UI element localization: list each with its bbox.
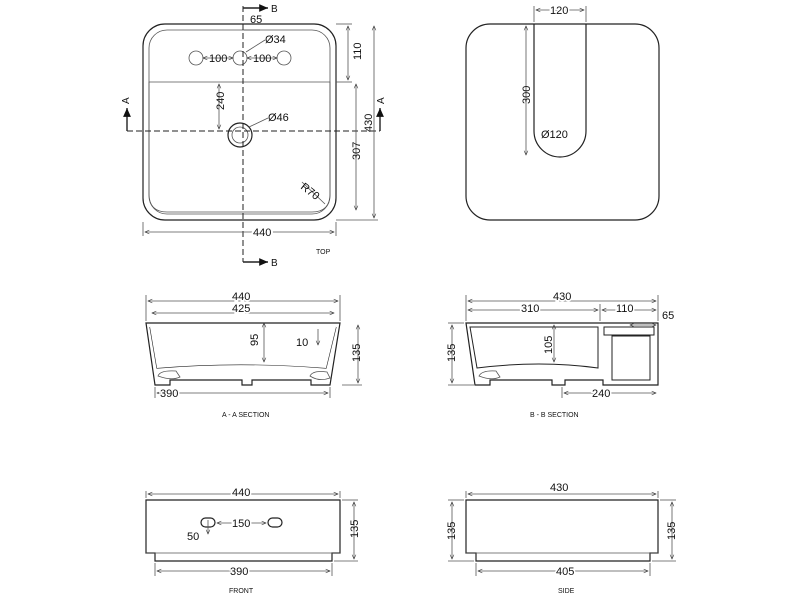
side-view: 430 135 135 405 SIDE — [446, 481, 678, 596]
section-a-right-label: A — [376, 97, 387, 104]
dim-440: 440 — [253, 227, 271, 239]
front-body — [145, 499, 341, 562]
basin-outline — [142, 23, 337, 221]
caption-bb: B - B SECTION — [530, 412, 579, 419]
bb-dim-65: 65 — [662, 310, 674, 322]
dim-tap-right: 100 — [253, 53, 271, 65]
section-aa-view: 440 425 95 10 135 390 A - A SECTION — [145, 290, 363, 419]
dim-waste-diameter: Ø46 — [268, 112, 289, 124]
front-dim-135: 135 — [349, 520, 361, 538]
bb-dim-135: 135 — [446, 344, 458, 362]
bb-dim-105: 105 — [543, 336, 555, 354]
bb-tap-hole — [611, 335, 651, 381]
dim-tap-left: 100 — [209, 53, 227, 65]
aa-right-foot — [309, 371, 331, 380]
top-view: B B A A 65 Ø34 100 100 110 240 Ø46 430 3… — [121, 4, 387, 269]
section-a-left-label: A — [121, 97, 132, 104]
aa-dim-95: 95 — [249, 334, 261, 346]
front-dim-50: 50 — [187, 531, 199, 543]
bb-dim-430: 430 — [553, 291, 571, 303]
aa-interior — [150, 327, 336, 368]
waste-outer — [227, 122, 253, 148]
aa-dim-440: 440 — [232, 291, 250, 303]
section-b-top-label: B — [271, 4, 278, 15]
section-b-bottom-label: B — [271, 258, 278, 269]
aa-dim-425: 425 — [232, 303, 250, 315]
leader-radius — [301, 181, 326, 205]
bowl-outline — [148, 81, 331, 213]
tap-hole-right — [276, 50, 292, 66]
aa-left-foot — [157, 370, 181, 380]
aa-dim-10: 10 — [296, 337, 308, 349]
side-body — [465, 499, 659, 562]
dim-tap-diameter: Ø34 — [265, 34, 286, 46]
dim-slot-120: 120 — [550, 5, 568, 17]
dim-240: 240 — [215, 92, 227, 110]
slot-outline — [533, 24, 587, 158]
caption-front: FRONT — [229, 588, 254, 595]
bb-deck — [603, 326, 655, 336]
tap-hole-left — [188, 50, 204, 66]
underside-view: 120 300 Ø120 — [465, 4, 660, 221]
bb-dim-310: 310 — [521, 303, 539, 315]
side-dim-430: 430 — [550, 482, 568, 494]
dim-307: 307 — [351, 142, 363, 160]
dim-slot-diameter: Ø120 — [541, 129, 568, 141]
front-view: 440 150 50 135 390 FRONT — [145, 486, 361, 595]
side-dim-135-left: 135 — [446, 522, 458, 540]
dim-110: 110 — [352, 42, 364, 60]
bb-left-foot — [478, 370, 501, 380]
aa-dim-135: 135 — [351, 344, 363, 362]
bb-interior — [469, 326, 599, 369]
front-dim-390: 390 — [230, 566, 248, 578]
aa-dim-390: 390 — [160, 388, 178, 400]
dim-radius: R70 — [298, 181, 321, 203]
waste-inner — [231, 126, 249, 144]
caption-aa: A - A SECTION — [222, 412, 269, 419]
underside-outline — [465, 23, 660, 221]
leader-waste — [248, 117, 269, 128]
caption-top: TOP — [316, 249, 331, 256]
front-dim-440: 440 — [232, 487, 250, 499]
leader-tap-dia — [245, 39, 266, 53]
section-bb-view: 430 310 110 65 105 135 240 B - B SECTION — [446, 290, 674, 420]
front-overflow-right — [267, 517, 283, 528]
bb-dim-110: 110 — [616, 303, 634, 315]
dim-430: 430 — [363, 114, 375, 132]
tap-hole-center — [232, 50, 248, 66]
dim-65: 65 — [250, 14, 262, 26]
side-dim-135-right: 135 — [666, 522, 678, 540]
front-dim-150: 150 — [232, 518, 250, 530]
dim-slot-300: 300 — [521, 86, 533, 104]
bb-dim-240: 240 — [592, 388, 610, 400]
caption-side: SIDE — [558, 588, 575, 595]
side-dim-405: 405 — [556, 566, 574, 578]
